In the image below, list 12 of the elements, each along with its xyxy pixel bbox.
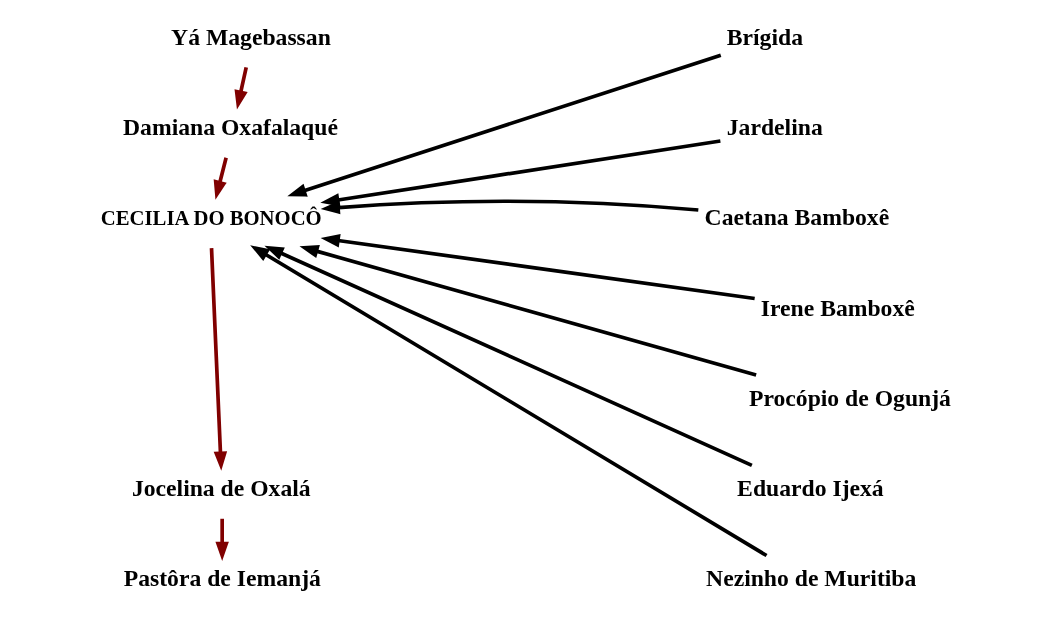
node-text: Irene Bamboxê <box>760 294 915 321</box>
node-text: CECILIA DO BONOCÔ <box>100 207 322 230</box>
node-text: Yá Magebassan <box>171 23 331 50</box>
node-text: Caetana Bamboxê <box>704 204 890 231</box>
node-text: Brígida <box>726 23 804 50</box>
node-text: Procópio de Ogunjá <box>748 384 951 411</box>
node-text: Jocelina de Oxalá <box>131 475 311 502</box>
node-text: Nezinho de Muritiba <box>706 565 917 592</box>
node-text: Pastôra de Iemanjá <box>123 565 321 592</box>
node-text: Jardelina <box>726 114 823 141</box>
node-text: Damiana Oxafalaqué <box>123 114 338 141</box>
node-text: Eduardo Ijexá <box>737 475 884 502</box>
